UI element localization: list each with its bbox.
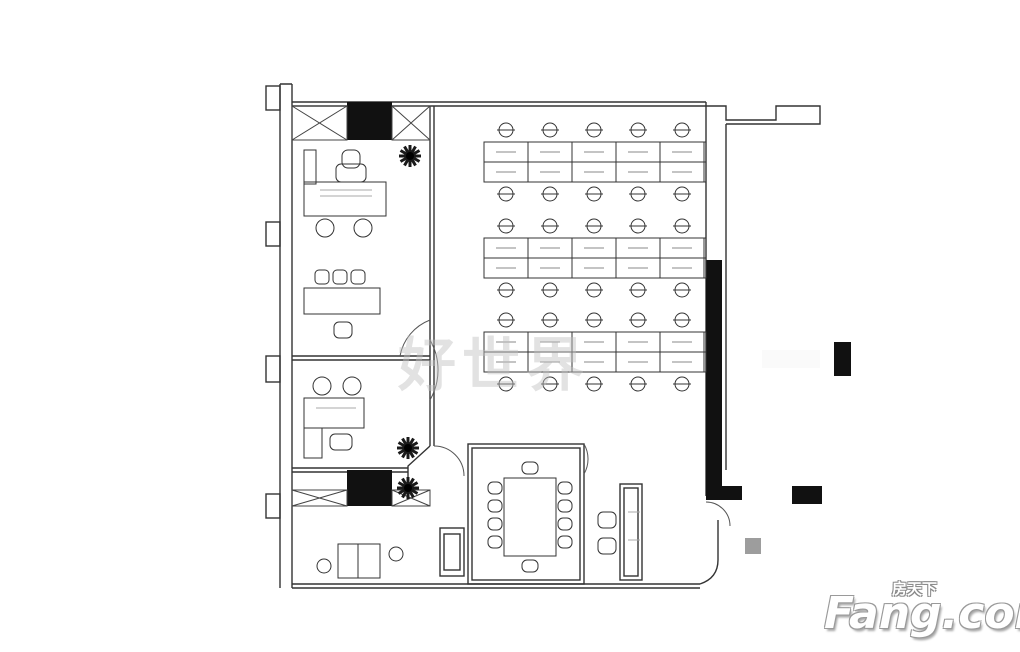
structural-columns: [347, 102, 851, 554]
plant-pot: [406, 152, 414, 160]
plant-pot: [404, 444, 412, 452]
plant-pot: [404, 484, 412, 492]
door-swings: [399, 319, 731, 527]
desk: [659, 351, 705, 373]
desk: [659, 161, 705, 183]
hatching: [316, 189, 640, 541]
office-furniture: [303, 149, 617, 579]
potted-plants: [397, 145, 421, 499]
logo-main-text: Fang.com: [824, 588, 1020, 639]
desk: [659, 257, 705, 279]
logo-sub-text: 房天下: [892, 580, 938, 598]
walls: [265, 83, 821, 589]
fang-logo: Fang.com 房天下: [818, 574, 1020, 644]
workstation-clusters: [483, 122, 707, 392]
